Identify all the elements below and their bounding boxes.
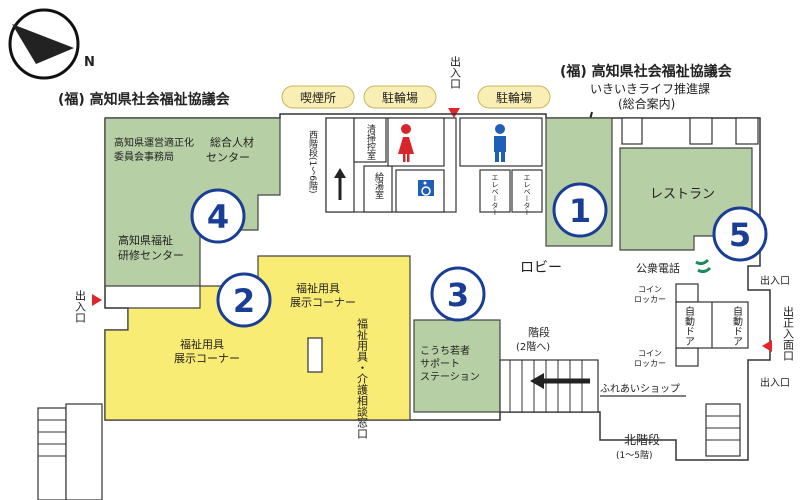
coin-locker-1-label-2: ロッカー <box>634 295 666 304</box>
youth-support-station <box>413 319 501 413</box>
restaurant-label: レストラン <box>650 187 715 202</box>
smoking-area-label: 喫煙所 <box>281 85 355 109</box>
main-entrance-marker <box>762 340 772 352</box>
fureai-shop-label: ふれあいショップ <box>600 383 680 395</box>
stairs-label-2: (2階へ) <box>516 341 550 353</box>
elevator-2 <box>511 169 543 213</box>
restaurant-door-1 <box>621 117 643 145</box>
hr-center-label-1: 総合人材 <box>210 135 254 149</box>
display-b-label-1: 福祉用具 <box>180 337 224 351</box>
compass-icon: N <box>8 8 95 80</box>
entrance-right-2-label: 出入口 <box>760 376 790 389</box>
lobby-label: ロビー <box>520 260 562 276</box>
wheelchair-icon <box>418 180 434 196</box>
youth-label-1: こうち若者 <box>420 344 470 357</box>
training-center-label-2: 研修センター <box>118 248 184 262</box>
svg-text:5: 5 <box>729 216 751 254</box>
consult-counter <box>307 337 323 373</box>
training-center-label-1: 高知県福祉 <box>118 233 173 247</box>
payphone-label: 公衆電話 <box>636 261 680 275</box>
cleaning-room <box>353 117 387 163</box>
west-stairs-label: 西階段(1〜6階) <box>307 130 318 194</box>
svg-text:駐輪場: 駐輪場 <box>496 90 532 105</box>
room-council-office-label: 高知県運営適正化 委員会事務局 <box>114 136 197 163</box>
stairs-up-arrow-icon <box>334 168 346 200</box>
stairs-label-1: 階段 <box>528 325 550 339</box>
svg-text:2: 2 <box>233 282 255 320</box>
female-restroom-icon <box>398 124 414 162</box>
org-info-desk: (総合案内) <box>618 96 675 111</box>
hr-center-label-2: センター <box>206 151 250 164</box>
display-a-label-2: 展示コーナー <box>290 296 356 309</box>
auto-door-1-label: 自動ドア <box>683 305 695 346</box>
coin-locker-2-label-2: ロッカー <box>634 359 666 368</box>
north-stairs-floors-label: (1〜5階) <box>616 450 652 461</box>
cleaning-room-label: 清掃控室 <box>365 123 376 160</box>
consult-window-label: 福祉用具・介護相談窓口 <box>356 317 369 439</box>
main-entrance-label: 出正入面口 <box>782 305 795 361</box>
marker-3: 3 <box>430 266 486 322</box>
display-a-label-1: 福祉用具 <box>296 281 340 295</box>
restaurant-door-2 <box>689 117 713 145</box>
entrance-left-label: 出入口 <box>74 289 87 323</box>
auto-door-2-label: 自動ドア <box>731 305 743 346</box>
stairs-left-arrow-icon <box>530 373 590 389</box>
org-dept: いきいきライフ推進課 <box>590 81 710 96</box>
coin-locker-2-label-1: コイン <box>638 349 662 358</box>
entrance-right-1-label: 出入口 <box>760 274 790 287</box>
entrance-top-marker <box>448 108 460 118</box>
svg-text:駐輪場: 駐輪場 <box>382 90 418 105</box>
exterior-steps <box>37 403 103 500</box>
youth-label-3: ステーション <box>420 372 480 383</box>
marker-4: 4 <box>190 188 246 244</box>
hot-water-room-label: 給湯室 <box>373 171 384 199</box>
svg-text:1: 1 <box>569 192 591 230</box>
marker-1: 1 <box>552 182 608 238</box>
entrance-left-marker <box>92 294 102 306</box>
marker-2: 2 <box>216 272 272 328</box>
marker-5: 5 <box>712 206 768 262</box>
coin-locker-1-label-1: コイン <box>638 285 662 294</box>
bicycle-parking-label-1: 駐輪場 <box>363 85 437 109</box>
elevator-1-label: エレベーター <box>491 174 499 216</box>
org-name-left: (福) 高知県社会福祉協議会 <box>58 91 231 108</box>
coin-locker-1 <box>675 283 699 303</box>
welfare-equipment-display <box>104 255 411 421</box>
female-restroom <box>387 117 445 167</box>
elevator-1 <box>479 169 511 213</box>
male-restroom-icon <box>494 124 506 162</box>
display-b-label-2: 展示コーナー <box>174 352 240 365</box>
bicycle-parking-label-2: 駐輪場 <box>477 85 551 109</box>
youth-label-2: サポート <box>420 358 460 370</box>
telephone-icon <box>695 258 712 274</box>
svg-text:3: 3 <box>447 276 469 314</box>
coin-locker-2 <box>675 347 699 367</box>
elevator-2-label: エレベーター <box>523 174 531 216</box>
org-name-right: (福) 高知県社会福祉協議会 <box>560 63 733 80</box>
restaurant-door-3 <box>735 117 759 145</box>
main-stairs <box>499 359 599 413</box>
hot-water-room <box>363 165 393 213</box>
north-stairs-label: 北階段 <box>624 432 660 447</box>
svg-text:4: 4 <box>207 198 229 236</box>
entrance-top-label: 出入口 <box>449 55 462 89</box>
north-stairs <box>705 403 741 457</box>
svg-text:喫煙所: 喫煙所 <box>300 91 336 105</box>
room-training-center <box>104 117 281 287</box>
compass-north-label: N <box>84 55 95 70</box>
